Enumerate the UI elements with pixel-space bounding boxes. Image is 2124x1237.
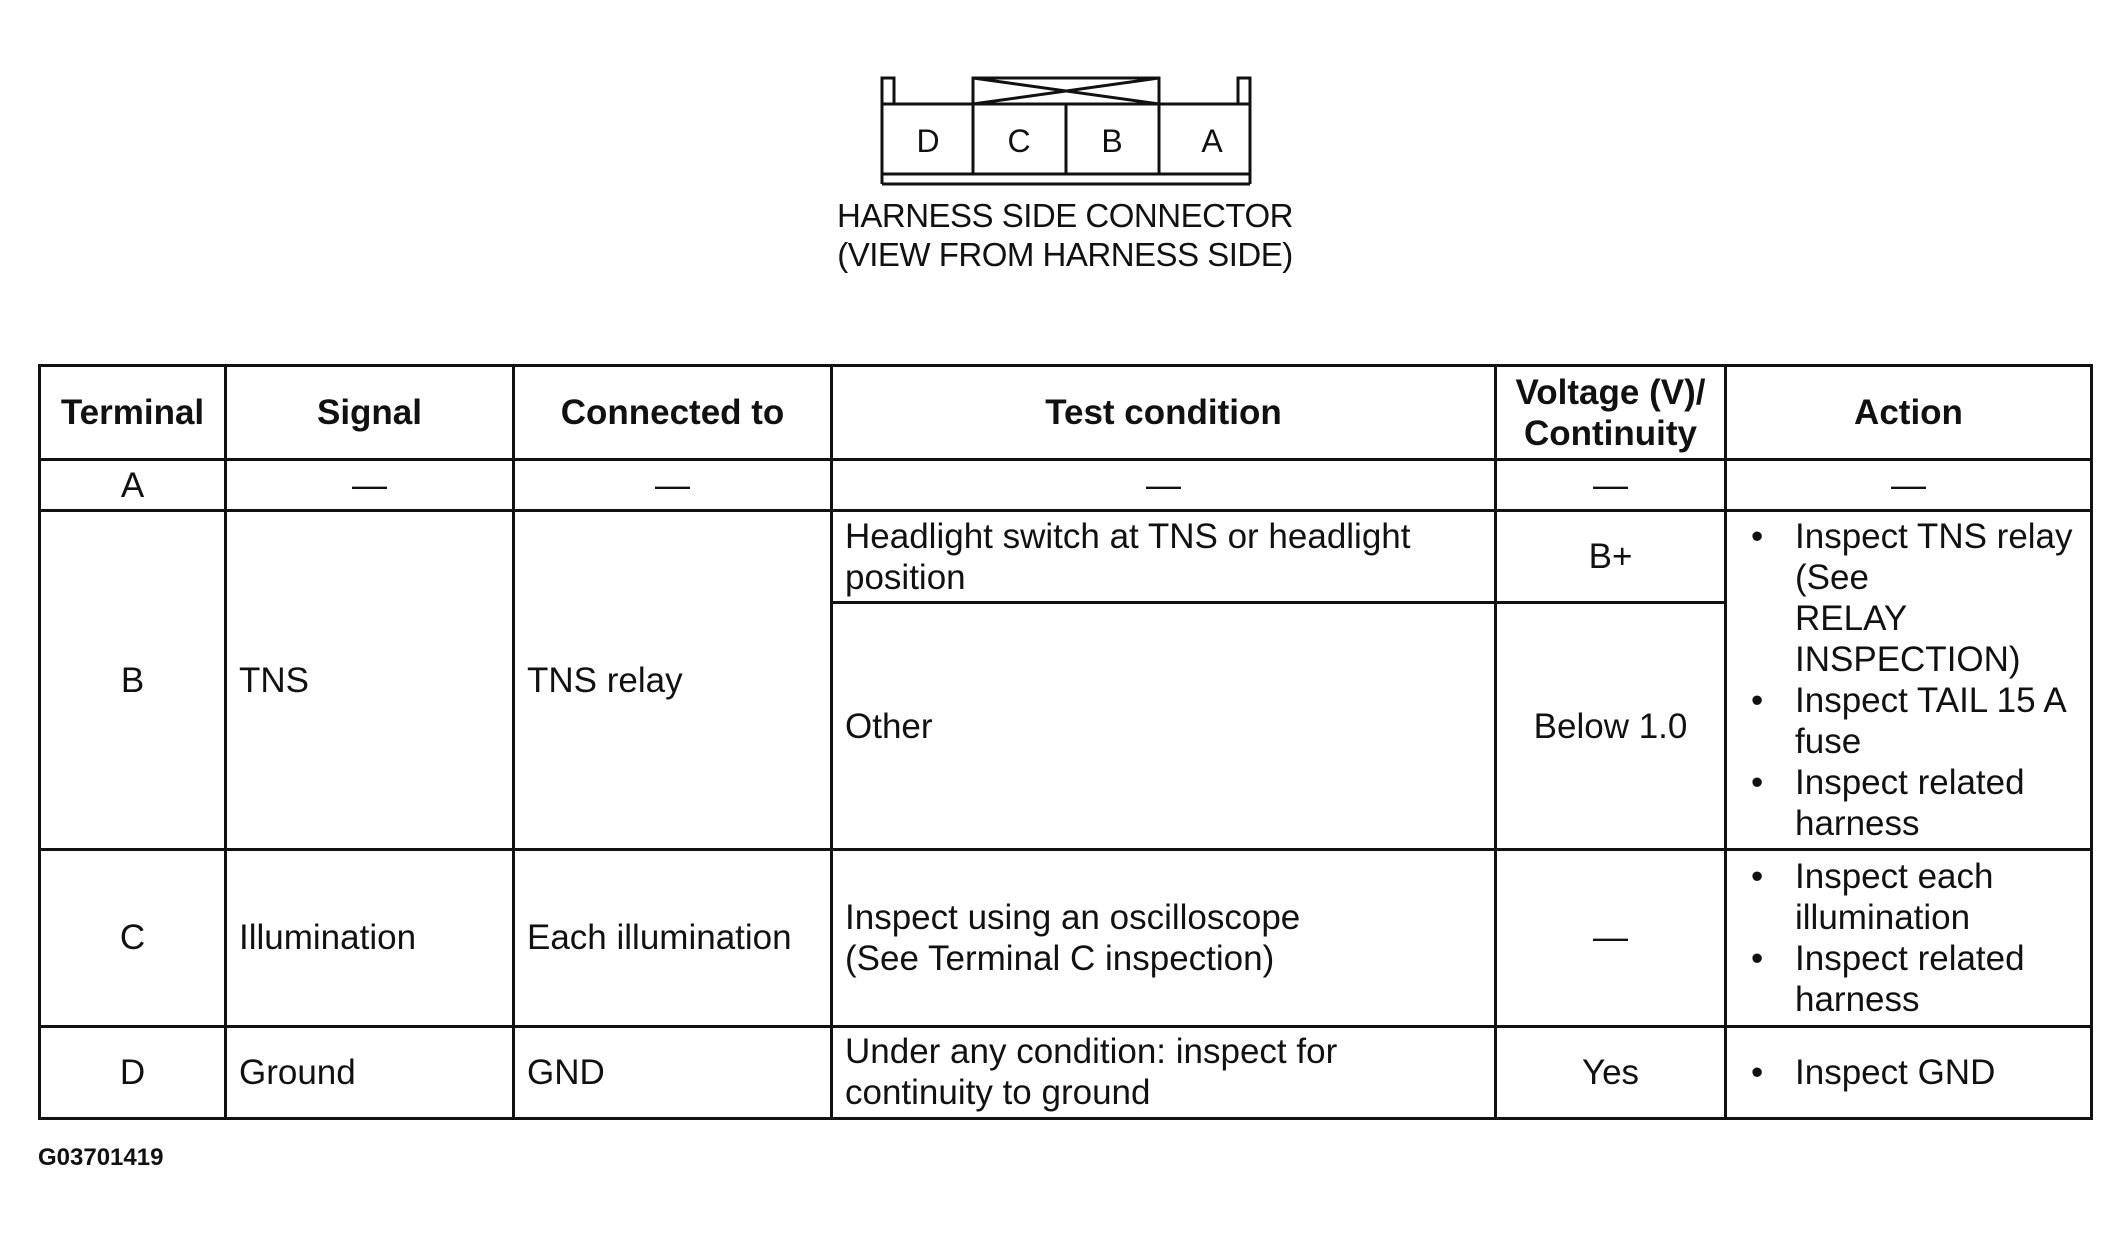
cell-voltage: — [1494,848,1727,1028]
action-list: Inspect TNS relay (See RELAY INSPECTION)… [1739,516,2078,844]
cell-action: — [1724,457,2093,513]
connector-caption-line2: (VIEW FROM HARNESS SIDE) [837,236,1293,273]
cell-test-condition-2: Other [830,601,1497,852]
connector-left-post [880,76,896,104]
cond1-line2: position [845,557,966,597]
action-line: Inspect TAIL 15 A [1795,681,2067,721]
table-row-d: D Ground GND Under any condition: inspec… [38,1024,2093,1121]
cell-signal: — [224,457,515,513]
connector-caption: HARNESS SIDE CONNECTOR (VIEW FROM HARNES… [700,196,1430,274]
action-item: Inspect related harness [1751,762,2078,844]
connector-right-post [1236,76,1252,104]
cond-line2: continuity to ground [845,1073,1151,1113]
connector-pin-c: C [1007,123,1030,159]
action-line: Inspect each [1795,856,1994,896]
header-action: Action [1724,364,2093,461]
connector-pin-d: D [916,123,939,159]
cell-voltage: Yes [1494,1024,1727,1121]
action-item: Inspect each illumination [1751,856,2078,938]
cell-signal: Illumination [224,848,515,1028]
table-row-c: C Illumination Each illumination Inspect… [38,848,2093,1028]
cell-action: Inspect each illumination Inspect relate… [1724,848,2093,1028]
header-voltage: Voltage (V)/ Continuity [1494,364,1727,461]
figure-id: G03701419 [38,1144,164,1171]
cond-line1: Inspect using an oscilloscope [845,897,1301,937]
action-line: harness [1795,979,1920,1019]
cell-terminal: D [38,1024,227,1121]
cell-test-condition: — [830,457,1497,513]
action-item: Inspect GND [1751,1052,2078,1093]
cond-line1: Under any condition: inspect for [845,1032,1338,1072]
action-line: Inspect related [1795,763,2025,803]
cell-connected-to: — [512,457,833,513]
cell-test-condition: Under any condition: inspect for continu… [830,1024,1497,1121]
cell-terminal: A [38,457,227,513]
action-line: Inspect TNS relay [1795,517,2073,557]
action-line: fuse [1795,722,1862,762]
cell-action: Inspect GND [1724,1024,2093,1121]
table-row-b-other: Other Below 1.0 [40,601,2092,852]
cell-voltage-1: B+ [1494,509,1727,605]
action-line: (See [1795,558,1869,598]
header-connected-to: Connected to [512,364,833,461]
connector-pin-a: A [1201,123,1223,159]
terminal-inspection-table: Terminal Signal Connected to Test condit… [38,364,2093,1121]
action-item: Inspect related harness [1751,938,2078,1020]
header-test-condition: Test condition [830,364,1497,461]
action-line: harness [1795,804,1920,844]
action-item: Inspect TAIL 15 A fuse [1751,680,2078,762]
header-signal: Signal [224,364,515,461]
connector-caption-line1: HARNESS SIDE CONNECTOR [837,197,1293,234]
action-list: Inspect GND [1739,1052,2078,1093]
cond-line2: (See Terminal C inspection) [845,938,1275,978]
connector-pin-b: B [1101,123,1122,159]
table-header-row: Terminal Signal Connected to Test condit… [38,364,2093,461]
cond1-line1: Headlight switch at TNS or headlight [845,516,1411,556]
cell-connected-to: GND [512,1024,833,1121]
cell-voltage-2: Below 1.0 [1494,601,1727,852]
table-row-a: A — — — — — [38,457,2093,513]
cell-action: Inspect TNS relay (See RELAY INSPECTION)… [1724,509,2093,852]
table-row-b: B TNS TNS relay Headlight switch at TNS … [38,509,2093,852]
cell-connected-to: Each illumination [512,848,833,1028]
action-line: RELAY [1795,599,1908,639]
action-line: illumination [1795,897,1971,937]
header-voltage-line2: Continuity [1523,413,1698,453]
cell-signal: TNS [224,509,515,852]
action-line: Inspect GND [1795,1052,1996,1092]
cell-terminal: B [38,509,227,852]
cell-test-condition-1: Headlight switch at TNS or headlight pos… [830,509,1497,605]
cell-connected-to: TNS relay [512,509,833,852]
cell-signal: Ground [224,1024,515,1121]
cell-voltage: — [1494,457,1727,513]
cell-test-condition: Inspect using an oscilloscope (See Termi… [830,848,1497,1028]
harness-connector-diagram: D C B A [880,76,1252,186]
action-list: Inspect each illumination Inspect relate… [1739,856,2078,1020]
cell-terminal: C [38,848,227,1028]
header-voltage-line1: Voltage (V)/ [1515,372,1706,412]
header-terminal: Terminal [38,364,227,461]
action-item: Inspect TNS relay (See RELAY INSPECTION) [1751,516,2078,680]
action-line: Inspect related [1795,938,2025,978]
action-line: INSPECTION) [1795,640,2021,680]
